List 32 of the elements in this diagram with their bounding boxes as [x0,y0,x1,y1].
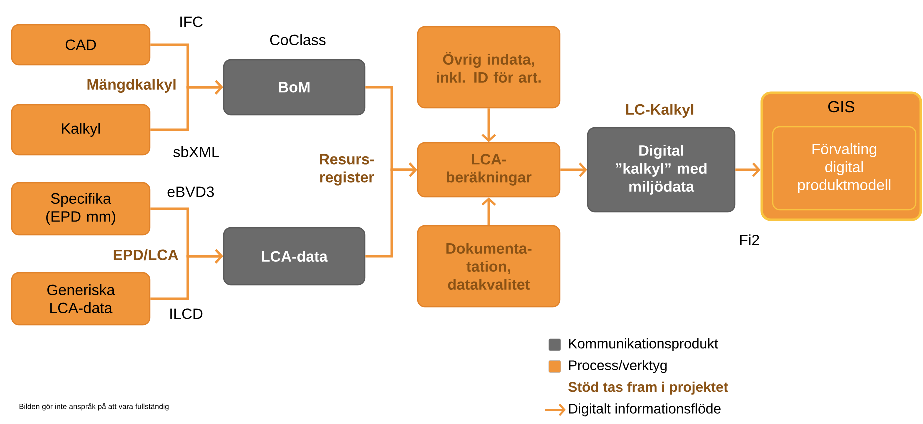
process-box: Generiska LCA-data [11,272,151,326]
flow-label: Fi2 [740,234,760,246]
process-box: Övrig indata, inkl. ID för art. [417,26,561,109]
arrow [560,162,588,178]
arrow [366,162,418,258]
arrow [736,162,761,178]
beside-label: CoClass [270,34,326,46]
flow-label: eBVD3 [168,186,214,198]
product-box: Digital ”kalkyl” med miljödata [587,127,736,213]
process-box: Förvalting digital produktmodell [772,126,917,211]
arrow [150,80,224,132]
process-box: LCA-beräkningar [417,142,561,198]
flow-label: Resurs-register [320,154,374,186]
process-box: CAD [11,24,151,66]
flow-label: sbXML [174,146,220,158]
flow-label: ILCD [170,308,203,320]
arrow [482,198,496,226]
legend-text: Stöd tas fram i projektet [568,382,728,395]
product-box: LCA-data [223,227,366,286]
process-box: Kalkyl [11,104,151,156]
flow-label: IFC [180,16,203,28]
product-box: BoM [223,59,366,116]
legend-text: Process/verktyg [569,360,667,374]
arrow [150,249,224,300]
legend-text: Kommunikationsprodukt [569,338,718,352]
flow-label: EPD/LCA [114,249,178,261]
process-box: Dokumenta-tation, datakvalitet [417,225,561,308]
process-box: Specifika (EPD mm) [11,182,151,236]
beside-label: LC-Kalkyl [626,104,694,118]
legend-text: Digitalt informationsflöde [569,404,721,417]
flow-label: Mängdkalkyl [88,78,176,94]
arrow [482,108,496,142]
